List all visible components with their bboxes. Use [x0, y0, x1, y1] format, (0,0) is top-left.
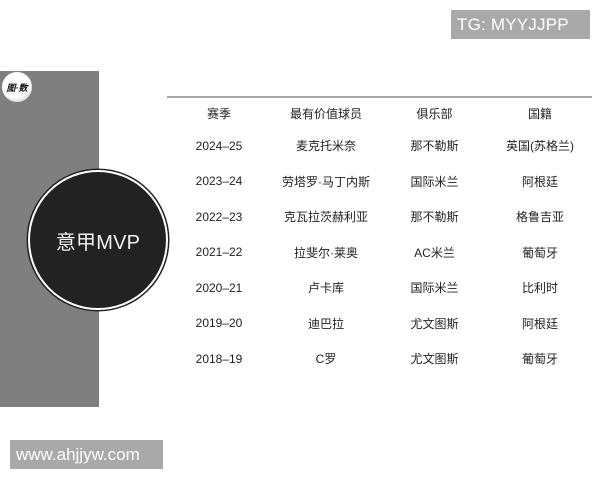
url-watermark: www.ahjjyw.com: [10, 440, 163, 469]
cell-club: AC米兰: [414, 245, 455, 260]
logo-text: 图·数: [6, 82, 28, 93]
table-header-row: 赛季 最有价值球员 俱乐部 国籍: [167, 98, 592, 128]
table-row: 2022–23 克瓦拉茨赫利亚 那不勒斯 格鲁吉亚: [167, 199, 592, 235]
header-player: 最有价值球员: [289, 106, 362, 121]
cell-player: 迪巴拉: [307, 316, 344, 331]
cell-season: 2023–24: [195, 174, 243, 189]
cell-nationality: 英国(苏格兰): [506, 139, 574, 154]
cell-nationality: 葡萄牙: [521, 245, 558, 260]
cell-player: C罗: [315, 352, 337, 367]
cell-season: 2024–25: [195, 138, 243, 153]
cell-player: 拉斐尔·莱奥: [294, 245, 358, 260]
cell-club: 国际米兰: [410, 174, 459, 189]
tushu-logo-icon: 图·数: [2, 72, 32, 102]
tg-watermark: TG: MYYJJPP: [451, 10, 590, 39]
table-top-rule: [167, 96, 592, 98]
table-row: 2018–19 C罗 尤文图斯 葡萄牙: [167, 341, 592, 377]
cell-season: 2020–21: [195, 280, 243, 295]
header-club: 俱乐部: [416, 106, 453, 121]
badge-title: 意甲MVP: [55, 231, 141, 254]
cell-nationality: 阿根廷: [521, 174, 558, 189]
cell-season: 2018–19: [195, 351, 243, 366]
cell-player: 麦克托米奈: [295, 139, 356, 154]
cell-player: 克瓦拉茨赫利亚: [283, 210, 368, 225]
cell-nationality: 比利时: [521, 281, 558, 296]
header-season: 赛季: [206, 106, 231, 121]
cell-nationality: 阿根廷: [521, 316, 558, 331]
cell-club: 那不勒斯: [410, 210, 459, 225]
table-row: 2020–21 卢卡库 国际米兰 比利时: [167, 270, 592, 306]
cell-club: 那不勒斯: [410, 139, 459, 154]
cell-season: 2021–22: [195, 245, 243, 260]
cell-player: 卢卡库: [307, 281, 344, 296]
cell-season: 2022–23: [195, 209, 243, 224]
table-row: 2024–25 麦克托米奈 那不勒斯 英国(苏格兰): [167, 128, 592, 164]
cell-nationality: 格鲁吉亚: [515, 210, 564, 225]
title-badge: 意甲MVP: [28, 170, 168, 310]
table-row: 2023–24 劳塔罗·马丁内斯 国际米兰 阿根廷: [167, 164, 592, 200]
header-nationality: 国籍: [527, 106, 552, 121]
mvp-table: 赛季 最有价值球员 俱乐部 国籍 2024–25 麦克托米奈 那不勒斯 英国(苏…: [167, 98, 592, 377]
cell-club: 国际米兰: [410, 281, 459, 296]
cell-player: 劳塔罗·马丁内斯: [282, 174, 370, 189]
cell-nationality: 葡萄牙: [521, 352, 558, 367]
table-row: 2019–20 迪巴拉 尤文图斯 阿根廷: [167, 306, 592, 342]
table-row: 2021–22 拉斐尔·莱奥 AC米兰 葡萄牙: [167, 235, 592, 271]
cell-club: 尤文图斯: [410, 352, 459, 367]
cell-season: 2019–20: [195, 316, 243, 331]
cell-club: 尤文图斯: [410, 316, 459, 331]
